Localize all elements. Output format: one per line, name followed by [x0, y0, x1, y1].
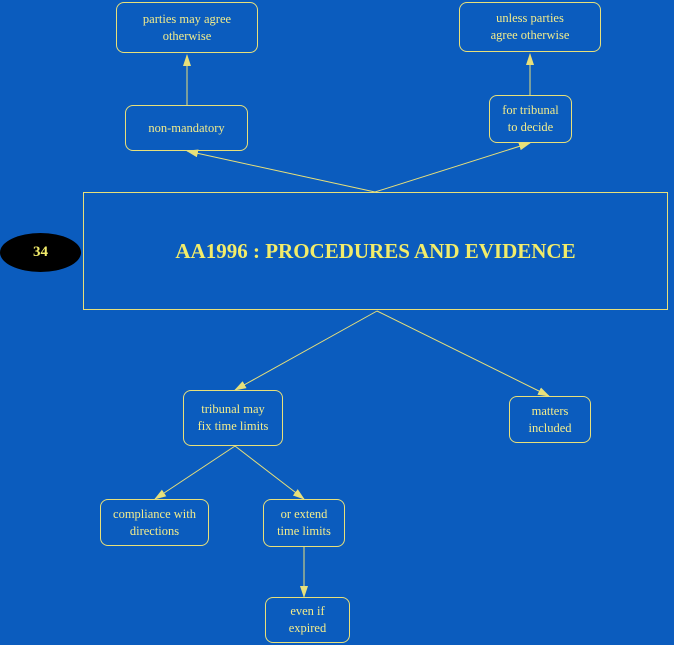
arrow-tribunal-to-or-extend [234, 445, 305, 500]
node-compliance-with-directions: compliance with directions [100, 499, 209, 546]
node-even-if-expired: even if expired [265, 597, 350, 643]
node-unless-parties-agree-otherwise: unless parties agree otherwise [459, 2, 601, 52]
arrow-main-to-non-mandatory [186, 149, 376, 193]
node-for-tribunal-to-decide: for tribunal to decide [489, 95, 572, 143]
node-or-extend-time-limits: or extend time limits [263, 499, 345, 547]
node-parties-may-agree-otherwise: parties may agree otherwise [116, 2, 258, 53]
node-non-mandatory: non-mandatory [125, 105, 248, 151]
node-tribunal-may-fix-time-limits: tribunal may fix time limits [183, 390, 283, 446]
arrow-tribunal-to-compliance [154, 445, 236, 500]
slide-number-badge: 34 [0, 233, 81, 272]
node-matters-included: matters included [509, 396, 591, 443]
arrow-main-to-tribunal-may-fix [234, 310, 378, 391]
arrow-main-to-matters-included [376, 310, 550, 397]
arrow-main-to-for-tribunal [374, 142, 531, 193]
main-topic-box: AA1996 : PROCEDURES AND EVIDENCE [83, 192, 668, 310]
